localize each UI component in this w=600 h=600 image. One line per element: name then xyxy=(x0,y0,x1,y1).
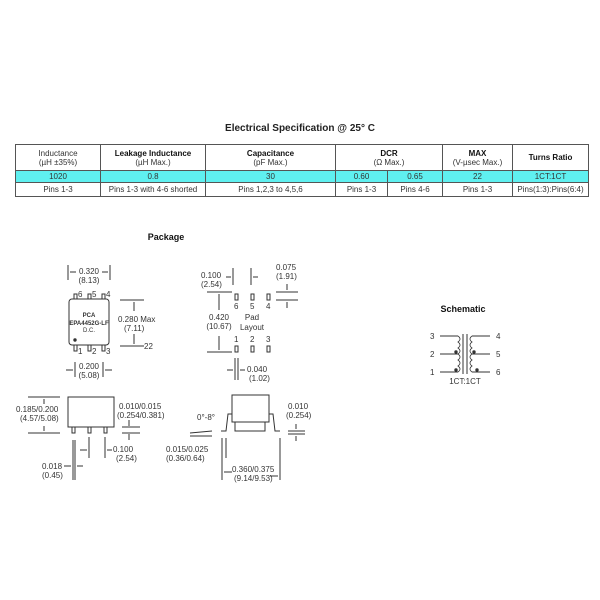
conditions-row: Pins 1-3 Pins 1-3 with 4-6 shorted Pins … xyxy=(15,182,589,197)
svg-text:0.015/0.025: 0.015/0.025 xyxy=(166,445,209,454)
svg-text:2: 2 xyxy=(92,347,97,356)
svg-text:5: 5 xyxy=(92,290,97,299)
svg-text:D.C.: D.C. xyxy=(83,328,95,334)
svg-text:0.018: 0.018 xyxy=(42,462,63,471)
package-side-view: 0.185/0.200 (4.57/5.08) 0.010/0.015 (0.2… xyxy=(16,396,165,480)
svg-text:1: 1 xyxy=(234,335,239,344)
svg-text:(0.254): (0.254) xyxy=(286,411,312,420)
svg-text:EPA4452G-LF: EPA4452G-LF xyxy=(69,321,109,327)
package-end-view: 0°-8° 0.015/0.025 (0.36/0.64) 0.360/0.37… xyxy=(166,394,312,483)
svg-text:(0.45): (0.45) xyxy=(42,471,63,480)
svg-text:(7.11): (7.11) xyxy=(124,324,145,333)
header-max: MAX(V-µsec Max.) xyxy=(442,144,513,171)
svg-text:3: 3 xyxy=(106,347,111,356)
condition-cell: Pins 1-3 xyxy=(442,182,513,197)
svg-text:2: 2 xyxy=(430,350,435,359)
svg-text:0.360/0.375: 0.360/0.375 xyxy=(232,465,275,474)
condition-cell: Pins(1:3):Pins(6:4) xyxy=(512,182,589,197)
value-cell: 1CT:1CT xyxy=(512,170,589,183)
svg-text:Schematic: Schematic xyxy=(440,304,485,314)
svg-text:0°-8°: 0°-8° xyxy=(197,413,215,422)
svg-text:1: 1 xyxy=(78,347,83,356)
svg-text:6: 6 xyxy=(234,302,239,311)
svg-text:(0.36/0.64): (0.36/0.64) xyxy=(166,454,205,463)
svg-text:22: 22 xyxy=(144,342,153,351)
svg-text:1: 1 xyxy=(430,368,435,377)
svg-text:PCA: PCA xyxy=(83,313,96,319)
svg-text:(2.54): (2.54) xyxy=(201,280,222,289)
svg-text:(8.13): (8.13) xyxy=(79,276,100,285)
svg-text:4: 4 xyxy=(106,290,111,299)
header-inductance: Inductance(µH ±35%) xyxy=(15,144,101,171)
svg-text:0.100: 0.100 xyxy=(113,445,134,454)
svg-text:Pad: Pad xyxy=(245,313,259,322)
svg-text:4: 4 xyxy=(266,302,271,311)
svg-text:(10.67): (10.67) xyxy=(206,322,232,331)
svg-text:0.010/0.015: 0.010/0.015 xyxy=(119,402,162,411)
spec-title: Electrical Specification @ 25° C xyxy=(225,123,375,134)
svg-text:3: 3 xyxy=(430,332,435,341)
package-title: Package xyxy=(148,232,185,242)
value-cell: 30 xyxy=(205,170,336,183)
svg-text:6: 6 xyxy=(78,290,83,299)
svg-text:0.010: 0.010 xyxy=(288,402,309,411)
values-row: 1020 0.8 30 0.60 0.65 22 1CT:1CT xyxy=(15,170,589,183)
svg-text:(2.54): (2.54) xyxy=(116,454,137,463)
svg-text:1CT:1CT: 1CT:1CT xyxy=(449,377,481,386)
condition-cell: Pins 4-6 xyxy=(387,182,443,197)
svg-text:4: 4 xyxy=(496,332,501,341)
spec-table: Inductance(µH ±35%) Leakage Inductance(µ… xyxy=(15,144,589,197)
svg-text:0.280 Max: 0.280 Max xyxy=(118,315,155,324)
value-cell: 0.65 xyxy=(387,170,443,183)
svg-text:0.040: 0.040 xyxy=(247,365,268,374)
svg-text:(4.57/5.08): (4.57/5.08) xyxy=(20,414,59,423)
svg-text:Layout: Layout xyxy=(240,323,265,332)
svg-text:(1.91): (1.91) xyxy=(276,272,297,281)
package-top-view: 0.320 (8.13) 6 5 4 1 2 3 PCA EPA4452G-LF… xyxy=(66,265,155,380)
svg-text:(0.254/0.381): (0.254/0.381) xyxy=(117,411,165,420)
svg-text:(1.02): (1.02) xyxy=(249,374,270,383)
svg-text:2: 2 xyxy=(250,335,255,344)
pad-layout: 0.100 (2.54) 0.075 (1.91) 6 5 4 1 2 3 Pa… xyxy=(201,263,298,383)
svg-text:0.185/0.200: 0.185/0.200 xyxy=(16,405,59,414)
svg-text:6: 6 xyxy=(496,368,501,377)
svg-text:(5.08): (5.08) xyxy=(79,371,100,380)
svg-text:0.200: 0.200 xyxy=(79,362,100,371)
svg-text:(9.14/9.53): (9.14/9.53) xyxy=(234,474,273,483)
svg-text:5: 5 xyxy=(250,302,255,311)
svg-text:0.320: 0.320 xyxy=(79,267,100,276)
svg-text:0.420: 0.420 xyxy=(209,313,230,322)
svg-text:0.100: 0.100 xyxy=(201,271,222,280)
svg-text:3: 3 xyxy=(266,335,271,344)
svg-text:5: 5 xyxy=(496,350,501,359)
svg-text:0.075: 0.075 xyxy=(276,263,297,272)
schematic: Schematic 3 2 1 4 5 6 1CT:1CT xyxy=(430,304,501,386)
